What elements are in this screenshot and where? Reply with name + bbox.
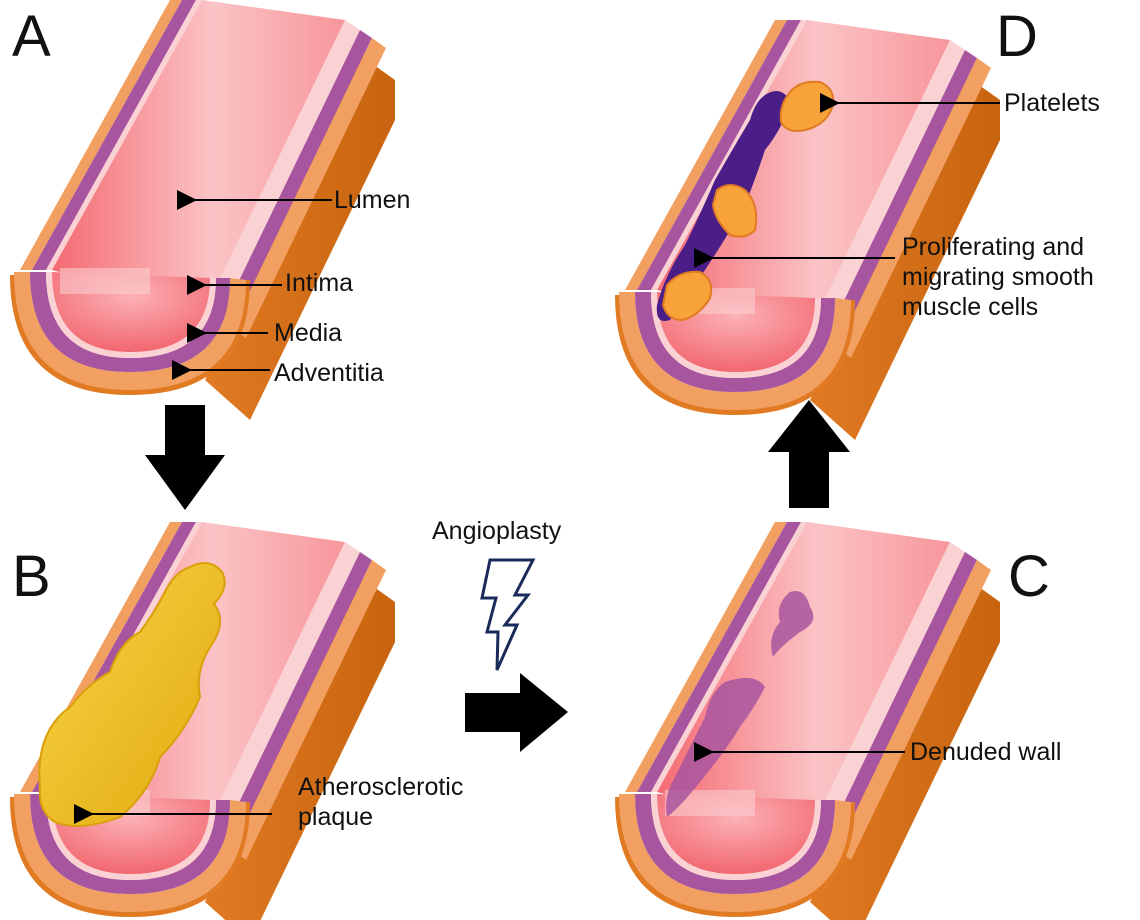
- label-plaque-line1: Atherosclerotic: [298, 772, 463, 802]
- panel-letter-d: D: [996, 8, 1038, 66]
- label-smc-line1: Proliferating and: [902, 232, 1094, 262]
- label-lumen: Lumen: [334, 185, 410, 215]
- vessel-c: [615, 522, 1000, 920]
- panel-letter-a: A: [12, 8, 51, 66]
- arrow-b-to-c: [465, 673, 568, 752]
- label-smooth-muscle: Proliferating and migrating smooth muscl…: [902, 232, 1094, 322]
- label-atherosclerotic-plaque: Atherosclerotic plaque: [298, 772, 463, 832]
- label-smc-line3: muscle cells: [902, 292, 1094, 322]
- vessel-b: [10, 522, 395, 920]
- arrow-a-to-b: [145, 405, 225, 510]
- label-smc-line2: migrating smooth: [902, 262, 1094, 292]
- label-platelets: Platelets: [1004, 88, 1100, 118]
- label-denuded-wall: Denuded wall: [910, 737, 1062, 767]
- panel-letter-c: C: [1008, 548, 1050, 606]
- label-angioplasty: Angioplasty: [432, 516, 561, 546]
- label-plaque-line2: plaque: [298, 802, 463, 832]
- lightning-icon: [482, 560, 533, 670]
- label-adventitia: Adventitia: [274, 358, 384, 388]
- vessel-d: [615, 20, 1000, 440]
- label-media: Media: [274, 318, 342, 348]
- panel-letter-b: B: [12, 548, 51, 606]
- label-intima: Intima: [285, 268, 353, 298]
